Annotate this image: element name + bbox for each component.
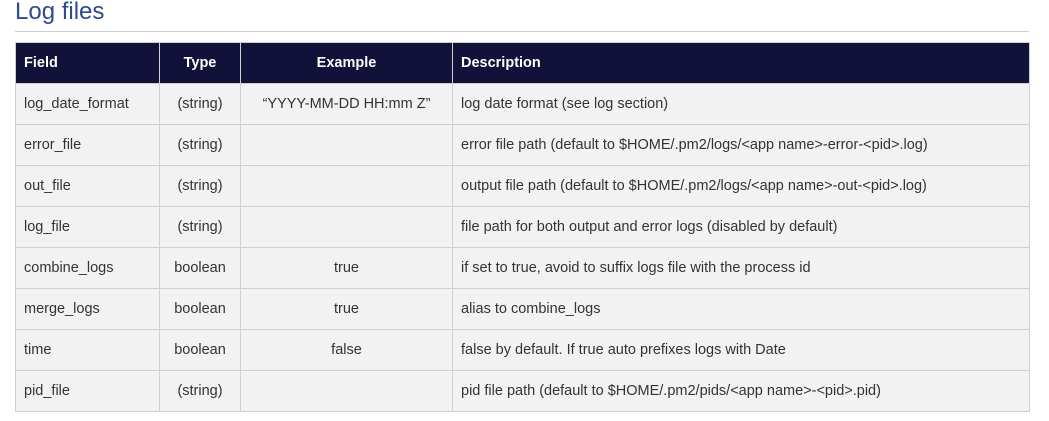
cell-type: (string) [159,370,241,412]
table-row: out_file (string) output file path (defa… [15,165,1030,207]
cell-field: time [15,329,160,371]
table-row: merge_logs boolean true alias to combine… [15,288,1030,330]
cell-example [240,370,453,412]
table-row: pid_file (string) pid file path (default… [15,370,1030,412]
cell-field: combine_logs [15,247,160,289]
cell-field: log_date_format [15,83,160,125]
column-header-description: Description [452,42,1030,84]
table-row: combine_logs boolean true if set to true… [15,247,1030,289]
cell-description: if set to true, avoid to suffix logs fil… [452,247,1030,289]
cell-field: pid_file [15,370,160,412]
column-header-example: Example [240,42,453,84]
cell-example: true [240,288,453,330]
cell-type: (string) [159,206,241,248]
table-row: time boolean false false by default. If … [15,329,1030,371]
cell-example [240,165,453,207]
cell-description: pid file path (default to $HOME/.pm2/pid… [452,370,1030,412]
table-row: error_file (string) error file path (def… [15,124,1030,166]
section-title: Log files [15,0,105,25]
cell-type: boolean [159,247,241,289]
cell-type: boolean [159,329,241,371]
cell-field: merge_logs [15,288,160,330]
cell-description: file path for both output and error logs… [452,206,1030,248]
cell-example: true [240,247,453,289]
column-header-type: Type [159,42,241,84]
cell-field: out_file [15,165,160,207]
title-divider [15,31,1029,32]
cell-field: error_file [15,124,160,166]
cell-type: boolean [159,288,241,330]
cell-description: error file path (default to $HOME/.pm2/l… [452,124,1030,166]
cell-description: alias to combine_logs [452,288,1030,330]
cell-type: (string) [159,124,241,166]
column-header-field: Field [15,42,160,84]
table-row: log_file (string) file path for both out… [15,206,1030,248]
cell-example [240,124,453,166]
cell-description: false by default. If true auto prefixes … [452,329,1030,371]
table-header-row: Field Type Example Description [15,42,1030,84]
cell-example: “YYYY-MM-DD HH:mm Z” [240,83,453,125]
cell-example: false [240,329,453,371]
table-row: log_date_format (string) “YYYY-MM-DD HH:… [15,83,1030,125]
cell-description: log date format (see log section) [452,83,1030,125]
cell-description: output file path (default to $HOME/.pm2/… [452,165,1030,207]
cell-example [240,206,453,248]
cell-type: (string) [159,83,241,125]
cell-field: log_file [15,206,160,248]
cell-type: (string) [159,165,241,207]
log-options-table: Field Type Example Description log_date_… [15,42,1030,412]
